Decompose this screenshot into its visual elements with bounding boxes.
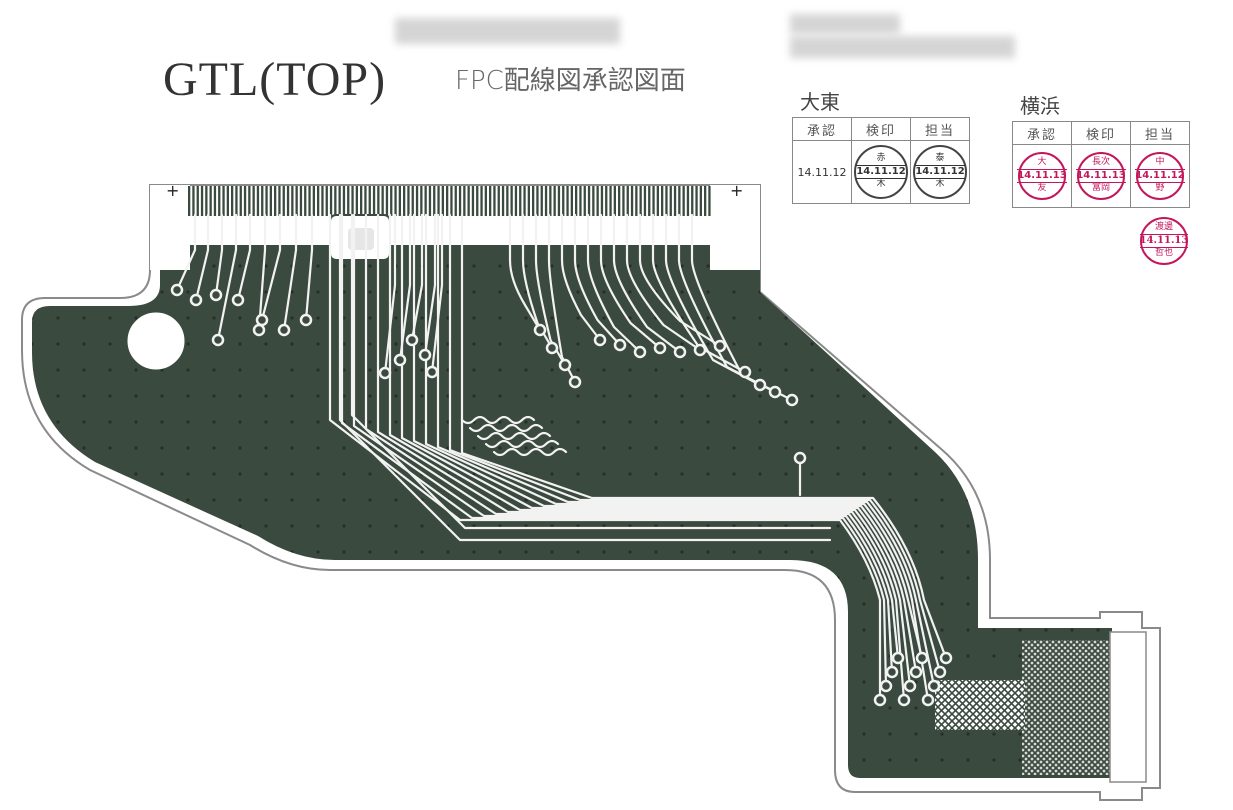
redacted-header-right-2: [790, 36, 1015, 58]
header-approve: 承認: [1012, 121, 1072, 145]
approval-org: 大東: [800, 90, 840, 114]
approval-date: 14.11.12: [797, 165, 847, 179]
mounting-hole: [127, 312, 185, 370]
drawing-subtitle: FPC配線図承認図面: [455, 66, 686, 96]
charge-cell: 中 14.11.12 野: [1130, 144, 1190, 208]
header-inspect: 検印: [1071, 121, 1131, 145]
charge-seal: 中 14.11.12 野: [1135, 152, 1185, 200]
drawing-title: GTL(TOP): [163, 53, 387, 106]
approval-org: 横浜: [1020, 94, 1060, 118]
inspect-cell: 長次 14.11.13 富岡: [1071, 144, 1131, 208]
approve-seal: 大 14.11.13 友: [1017, 152, 1067, 200]
approval-block-daito: 大東 承認 検印 担当 14.11.12 赤 14.11.12 木 泰 14.1…: [792, 86, 970, 204]
edge-connector-fingers: [188, 186, 711, 216]
inspect-cell: 赤 14.11.12 木: [851, 140, 911, 204]
header-charge: 担当: [1130, 121, 1190, 145]
plus-mark-left: +: [166, 181, 179, 200]
plus-mark-right: +: [730, 181, 743, 200]
approval-table: 承認 検印 担当 大 14.11.13 友 長次 14.11.13 富岡: [1012, 121, 1190, 208]
pads: [170, 283, 953, 707]
extra-red-seal: 渡邊 14.11.13 哲也: [1139, 217, 1189, 265]
charge-cell: 泰 14.11.12 木: [910, 140, 970, 204]
charge-seal: 泰 14.11.12 木: [913, 145, 967, 199]
approve-cell: 14.11.12: [792, 140, 852, 204]
header-charge: 担当: [910, 117, 970, 141]
approve-cell: 大 14.11.13 友: [1012, 144, 1072, 208]
redacted-header-left: [395, 18, 620, 44]
connector-hatch-area: [1022, 640, 1112, 775]
traces: [175, 213, 948, 702]
inspect-seal: 赤 14.11.12 木: [854, 145, 908, 199]
redacted-header-right: [790, 14, 900, 34]
inspect-seal: 長次 14.11.13 富岡: [1076, 152, 1126, 200]
approval-table: 承認 検印 担当 14.11.12 赤 14.11.12 木 泰 14.11.1…: [792, 117, 970, 204]
approval-block-yokohama: 横浜 承認 検印 担当 大 14.11.13 友 長次 14.11.13 富岡: [1012, 90, 1190, 208]
